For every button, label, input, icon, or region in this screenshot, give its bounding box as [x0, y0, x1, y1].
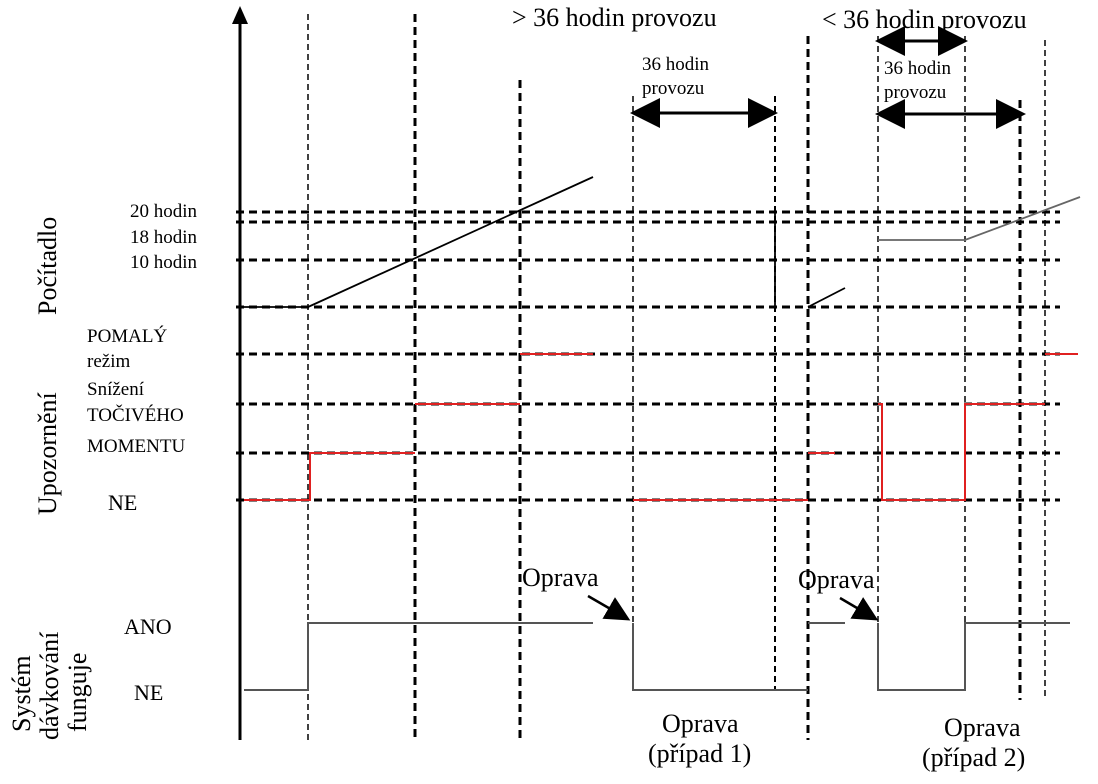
warning-level-label: Snížení [87, 379, 145, 400]
case2-label: (případ 2) [922, 743, 1025, 772]
case1-span-label: 36 hodin [642, 54, 710, 75]
dosing-signal [244, 622, 1070, 691]
case1-span-label: provozu [642, 78, 705, 99]
case2-label: Oprava [944, 713, 1021, 742]
warning-level-label: MOMENTU [87, 436, 185, 457]
time-markers [307, 14, 1046, 740]
warning-level-label: POMALÝ [87, 325, 168, 347]
dosing-row-title: dávkování [35, 632, 64, 740]
warning-level-label: režim [87, 351, 130, 372]
repair-2-arrow-icon [839, 596, 879, 621]
counter-level-label: 10 hodin [130, 252, 198, 273]
warning-row-title: Upozornění [33, 392, 62, 515]
warning-level-label: NE [108, 490, 137, 515]
repair-1-arrow-icon [587, 594, 631, 621]
warning-level-label: TOČIVÉHO [87, 404, 184, 426]
dosing-level-label: NE [134, 680, 163, 705]
repair-arrows [587, 594, 879, 621]
case1-label: (případ 1) [648, 739, 751, 768]
right-interval-label: < 36 hodin provozu [822, 5, 1027, 34]
case2-span-label: 36 hodin [884, 58, 952, 79]
time-axis [232, 6, 248, 740]
left-interval-label: > 36 hodin provozu [512, 3, 717, 32]
span-arrows [630, 26, 1026, 129]
counter-level-label: 20 hodin [130, 201, 198, 222]
axis-arrow-icon [232, 6, 248, 24]
dosing-level-label: ANO [124, 614, 172, 639]
counter-level-label: 18 hodin [130, 227, 198, 248]
dosing-row-title: funguje [63, 653, 92, 732]
dosing-row-title: Systém [7, 655, 36, 732]
counter-row-title: Počítadlo [33, 217, 62, 315]
repair-1-label: Oprava [522, 563, 599, 592]
repair-2-label: Oprava [798, 565, 875, 594]
warning-signal [244, 353, 1078, 501]
case1-label: Oprava [662, 709, 739, 738]
case2-span-label: provozu [884, 82, 947, 103]
level-lines [236, 210, 1060, 502]
counter-signal [244, 176, 1081, 308]
